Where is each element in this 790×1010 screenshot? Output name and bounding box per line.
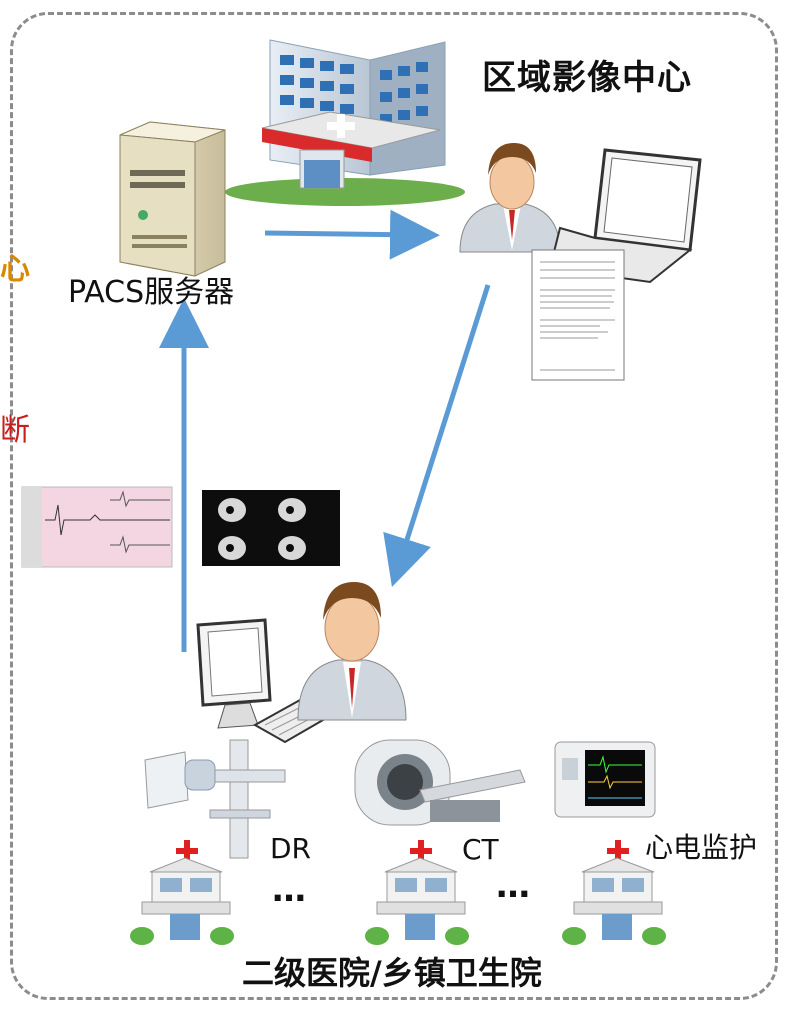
regional-imaging-center-title: 区域影像中心 [482, 58, 692, 98]
dr-machine-icon [144, 739, 286, 859]
secondary-hospital-title: 二级医院/乡镇卫生院 [242, 954, 542, 992]
left-edge-text-fragment: 心 [0, 252, 30, 287]
arrow-doctor-to-local [383, 284, 491, 588]
ecg-monitor-icon [554, 741, 656, 818]
workstation-monitor-icon [196, 618, 272, 729]
ct-label: CT [462, 833, 499, 866]
dr-label: DR [270, 832, 312, 865]
ecg-monitor-label: 心电监护 [645, 831, 758, 864]
pacs-server-label: PACS服务器 [68, 275, 235, 310]
ellipsis-2: … [496, 866, 532, 906]
report-document-icon [531, 249, 625, 381]
small-hospital-icon-3 [562, 840, 666, 945]
doctor-icon [459, 143, 561, 253]
hospital-building-icon [225, 39, 465, 206]
dashed-region-border [10, 12, 778, 1000]
pacs-server-icon [119, 121, 226, 277]
ct-machine-icon [354, 739, 526, 826]
ct-scan-images [202, 490, 340, 566]
arrow-server-to-doctor [264, 209, 440, 260]
small-hospital-icon-1 [130, 840, 234, 945]
left-edge-text-fragment-2: 断 [0, 413, 30, 448]
small-hospital-icon-2 [365, 840, 469, 945]
ellipsis-1: … [272, 870, 308, 910]
local-doctor-icon [297, 582, 407, 721]
ecg-waveform-image [21, 486, 173, 568]
